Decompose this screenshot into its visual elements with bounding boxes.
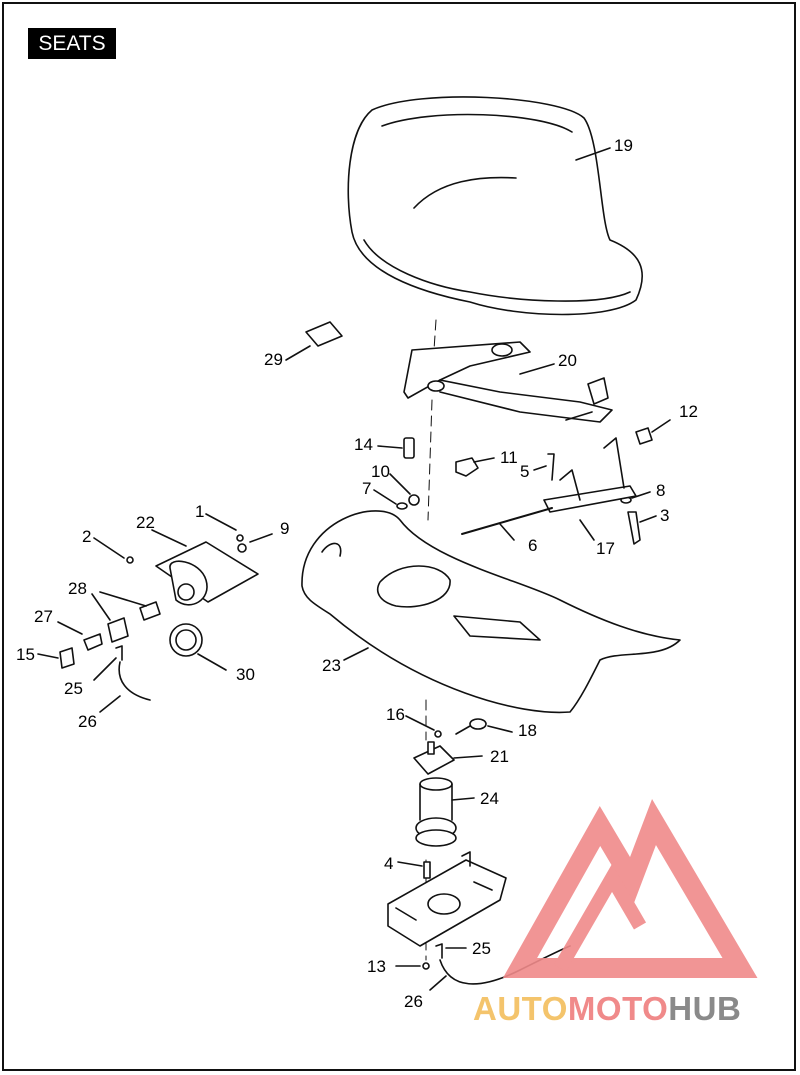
- callout-25-lower: 25: [472, 939, 491, 958]
- label-decal-29: [305, 321, 343, 347]
- callout-1: 1: [195, 502, 205, 521]
- fitting-15: [59, 647, 75, 669]
- callout-25: 25: [64, 679, 83, 698]
- bolt-3: [627, 511, 641, 545]
- bolt-6: [461, 507, 553, 535]
- watermark-text: AUTOMOTOHUB: [473, 992, 741, 1025]
- gauge-30: [169, 623, 203, 657]
- hose-26: [118, 661, 151, 701]
- screw-1: [236, 534, 244, 542]
- callout-29: 29: [264, 350, 283, 369]
- callout-26-lower: 26: [404, 992, 423, 1011]
- watermark-auto: AUTO: [473, 990, 568, 1027]
- valve-assembly-22: [155, 541, 259, 606]
- callout-11: 11: [500, 448, 518, 467]
- pin-4: [423, 861, 431, 879]
- callout-23: 23: [322, 656, 341, 675]
- callout-2: 2: [82, 527, 92, 546]
- callout-24: 24: [480, 789, 499, 808]
- washer-9: [237, 543, 247, 553]
- watermark-hub: HUB: [668, 990, 742, 1027]
- screw-13: [422, 962, 430, 970]
- fitting-28b: [107, 617, 129, 643]
- callout-22: 22: [136, 513, 155, 532]
- callout-28: 28: [68, 579, 87, 598]
- callout-26: 26: [78, 712, 97, 731]
- callout-5: 5: [520, 462, 530, 481]
- callout-4: 4: [384, 854, 394, 873]
- callout-30: 30: [236, 665, 255, 684]
- watermark-moto: MOTO: [567, 990, 669, 1027]
- spacer-14: [403, 437, 415, 459]
- bolt-5: [547, 453, 555, 481]
- fitting-25-lower: [435, 943, 443, 959]
- callout-17: 17: [596, 539, 615, 558]
- page-title: SEATS: [28, 28, 116, 59]
- mount-bracket-17: [543, 437, 637, 513]
- callout-6: 6: [528, 536, 538, 555]
- nut-12: [635, 427, 653, 445]
- callout-10: 10: [371, 462, 390, 481]
- callout-27: 27: [34, 607, 53, 626]
- fitting-27: [83, 633, 103, 651]
- ring-18: [469, 718, 487, 730]
- callout-15: 15: [16, 645, 35, 664]
- fitting-25: [115, 645, 123, 661]
- callout-14: 14: [354, 435, 373, 454]
- callout-8: 8: [656, 481, 666, 500]
- callout-12: 12: [679, 402, 698, 421]
- seat-pan-23: [301, 510, 681, 714]
- nut-10: [408, 494, 420, 506]
- washer-7: [396, 502, 408, 510]
- lower-bracket: [387, 851, 507, 947]
- seat-part-19: [347, 96, 644, 316]
- callout-21: 21: [490, 747, 509, 766]
- callout-3: 3: [660, 506, 670, 525]
- callout-18: 18: [518, 721, 537, 740]
- nut-11: [455, 457, 479, 477]
- callout-19: 19: [614, 136, 633, 155]
- callout-16: 16: [386, 705, 405, 724]
- screw-16: [434, 730, 442, 738]
- seat-bracket-20: [403, 341, 613, 423]
- callout-13: 13: [367, 957, 386, 976]
- watermark-logo: [502, 798, 758, 978]
- screw-2: [126, 556, 134, 564]
- callout-9: 9: [280, 519, 290, 538]
- air-spring-24: [415, 777, 457, 847]
- callout-20: 20: [558, 351, 577, 370]
- callout-7: 7: [362, 479, 372, 498]
